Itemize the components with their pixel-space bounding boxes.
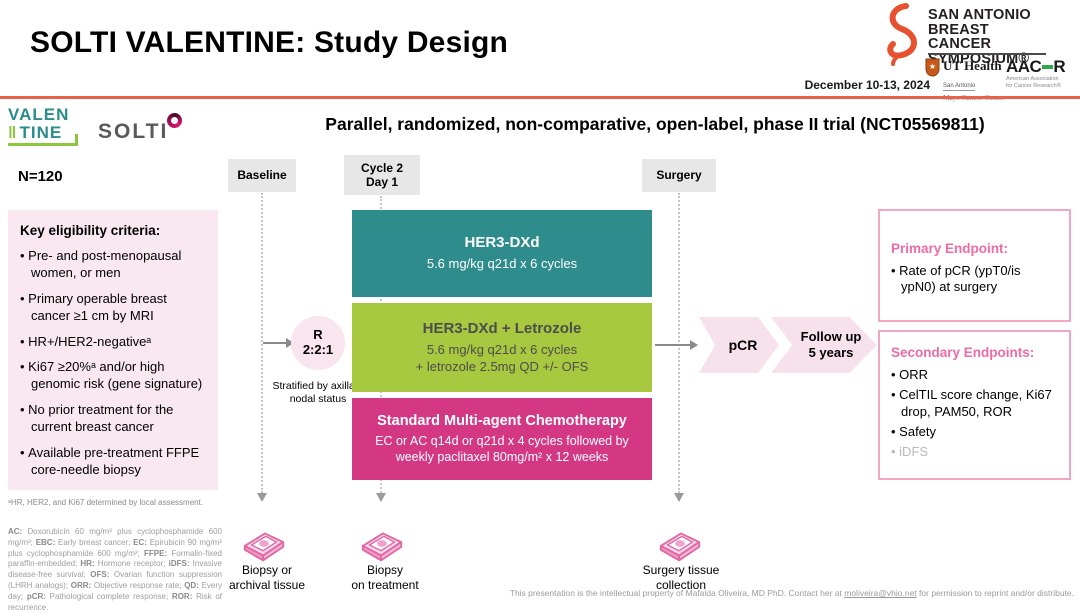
local-assessment-footnote: ᵃHR, HER2, and Ki67 determined by local …: [8, 498, 204, 507]
ut-health-sub: San Antonio: [943, 83, 976, 91]
page-title: SOLTI VALENTINE: Study Design: [30, 26, 509, 59]
eligibility-title: Key eligibility criteria:: [20, 223, 161, 238]
svg-text:★: ★: [929, 62, 936, 71]
arm-dose: 5.6 mg/kg q21d x 6 cycles: [426, 342, 578, 358]
eligibility-item: No prior treatment for the current breas…: [20, 402, 206, 436]
arm-her3dxd-letrozole: HER3-DXd + Letrozole 5.6 mg/kg q21d x 6 …: [352, 303, 652, 392]
biopsy-cassette-icon: [361, 532, 403, 562]
aacr-sub1: American Association: [1006, 76, 1059, 82]
sabcs-line2: BREAST CANCER: [928, 21, 992, 52]
eligibility-item: Pre- and post-menopausal women, or men: [20, 248, 206, 282]
arrow-to-randomization-icon: [263, 338, 294, 348]
aacr-green-dash: [1042, 64, 1054, 69]
ut-health-name: UT Health: [943, 58, 1002, 73]
eligibility-item: Ki67 ≥20%ᵃ and/or high genomic risk (gen…: [20, 359, 206, 393]
surgery-cassette-icon: [659, 532, 701, 562]
valentine-logo: VALEN ‖TINE: [8, 105, 79, 146]
eligibility-box: Key eligibility criteria: Pre- and post-…: [8, 210, 218, 490]
arm-dose: weekly paclitaxel 80mg/m² x 12 weeks: [395, 449, 609, 464]
timeline-baseline: Baseline: [228, 159, 296, 192]
eligibility-item: Primary operable breast cancer ≥1 cm by …: [20, 291, 206, 325]
eligibility-item: Available pre-treatment FFPE core-needle…: [20, 445, 206, 479]
secondary-endpoint-item: ORR: [891, 367, 1058, 383]
arm-title: HER3-DXd + Letrozole: [422, 320, 582, 338]
sabcs-line1: SAN ANTONIO: [928, 7, 1031, 23]
secondary-endpoint-item: CelTIL score change, Ki67 drop, PAM50, R…: [891, 387, 1058, 420]
baseline-dotted-line: [257, 193, 267, 502]
pcr-chevron: pCR: [699, 317, 779, 373]
stratification-note: Stratified by axillary nodal status: [272, 380, 364, 406]
abbreviations-text: AC: Doxorubicin 60 mg/m² plus cyclophosp…: [8, 527, 223, 612]
footer-text-after: for permission to reprint and/or distrib…: [916, 588, 1074, 598]
aacr-sub2: for Cancer Research®: [1006, 83, 1061, 90]
arm-title: Standard Multi-agent Chemotherapy: [377, 412, 627, 429]
sabcs-divider: [928, 53, 1046, 55]
valentine-bars-icon: ‖: [8, 122, 18, 142]
arm-title: HER3-DXd: [464, 234, 540, 252]
sample-size-label: N=120: [18, 168, 63, 185]
footer-text-before: This presentation is the intellectual pr…: [509, 588, 845, 598]
timeline-surgery: Surgery: [642, 159, 716, 192]
arm-dose: + letrozole 2.5mg QD +/- OFS: [415, 358, 589, 374]
solti-ring-icon: [167, 113, 183, 128]
arm-chemotherapy: Standard Multi-agent Chemotherapy EC or …: [352, 398, 652, 480]
valentine-line1: VALEN: [8, 105, 70, 124]
conference-date: December 10-13, 2024: [804, 78, 930, 92]
header-divider: [0, 96, 1080, 99]
secondary-endpoints-title: Secondary Endpoints:: [891, 345, 1035, 360]
primary-endpoint-item: Rate of pCR (ypT0/is ypN0) at surgery: [891, 263, 1058, 296]
biopsy-cassette-icon: [243, 532, 285, 562]
copyright-footer: This presentation is the intellectual pr…: [440, 588, 1074, 598]
surgery-dotted-line: [674, 193, 684, 502]
arm-her3dxd: HER3-DXd 5.6 mg/kg q21d x 6 cycles: [352, 210, 652, 297]
arrow-to-surgery-icon: [655, 340, 698, 350]
primary-endpoint-title: Primary Endpoint:: [891, 241, 1009, 256]
email-link[interactable]: moliveira@vhio.net: [844, 588, 917, 598]
secondary-endpoint-item: Safety: [891, 424, 1058, 440]
shield-icon: ★: [925, 58, 940, 77]
solti-logo: SOLTI: [98, 113, 183, 144]
arm-dose: 5.6 mg/kg q21d x 6 cycles: [426, 256, 578, 272]
study-headline: Parallel, randomized, non-comparative, o…: [325, 114, 985, 134]
sabcs-ribbon-icon: [887, 3, 917, 66]
arm-dose: EC or AC q14d or q21d x 4 cycles followe…: [375, 433, 629, 448]
primary-endpoint-box: Primary Endpoint: Rate of pCR (ypT0/is y…: [878, 209, 1071, 322]
secondary-endpoints-box: Secondary Endpoints: ORR CelTIL score ch…: [878, 330, 1071, 480]
valentine-line2: TINE: [19, 122, 63, 142]
eligibility-item: HR+/HER2-negativeᵃ: [20, 334, 206, 351]
secondary-endpoint-item-idfs: iDFS: [891, 444, 1058, 460]
